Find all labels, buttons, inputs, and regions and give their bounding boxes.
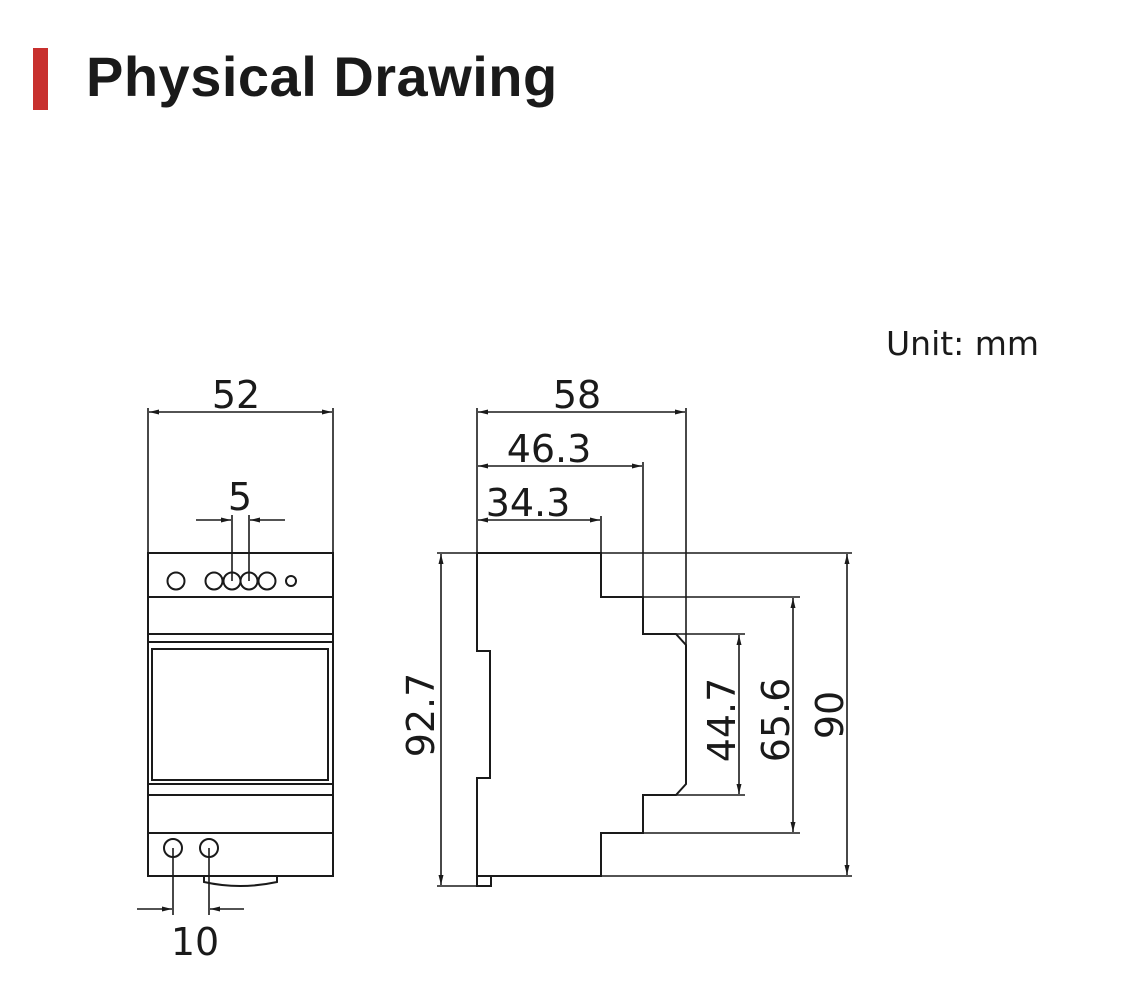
total-height-label: 92.7 — [399, 673, 443, 758]
terminal-holes — [163, 838, 219, 858]
display-window — [151, 648, 329, 781]
front-body-outline — [147, 552, 334, 877]
rail-foot — [476, 875, 492, 887]
indicator-holes — [166, 571, 297, 591]
indicator-hole — [257, 571, 277, 591]
unit-label: Unit: mm — [886, 324, 1039, 363]
front-view: 52 5 10 — [137, 373, 334, 964]
indicator-hole — [166, 571, 186, 591]
side-body-outline — [476, 552, 687, 877]
led-spacing-label: 5 — [228, 475, 252, 519]
title-accent-bar — [33, 48, 48, 110]
width-dimension-label: 52 — [212, 373, 260, 417]
depth-label: 58 — [553, 373, 601, 417]
body-height-label: 90 — [808, 691, 852, 739]
front-height-label: 44.7 — [700, 678, 744, 763]
depth-mid-label: 46.3 — [507, 427, 592, 471]
terminal-spacing-label: 10 — [171, 920, 219, 964]
indicator-hole — [204, 571, 224, 591]
indicator-hole-small — [285, 575, 297, 587]
side-view: 58 46.3 34.3 92.7 44.7 65.6 90 — [399, 373, 852, 887]
mid-height-label: 65.6 — [754, 678, 798, 763]
page-title: Physical Drawing — [86, 45, 558, 108]
depth-small-label: 34.3 — [486, 481, 571, 525]
din-clip — [203, 876, 278, 887]
